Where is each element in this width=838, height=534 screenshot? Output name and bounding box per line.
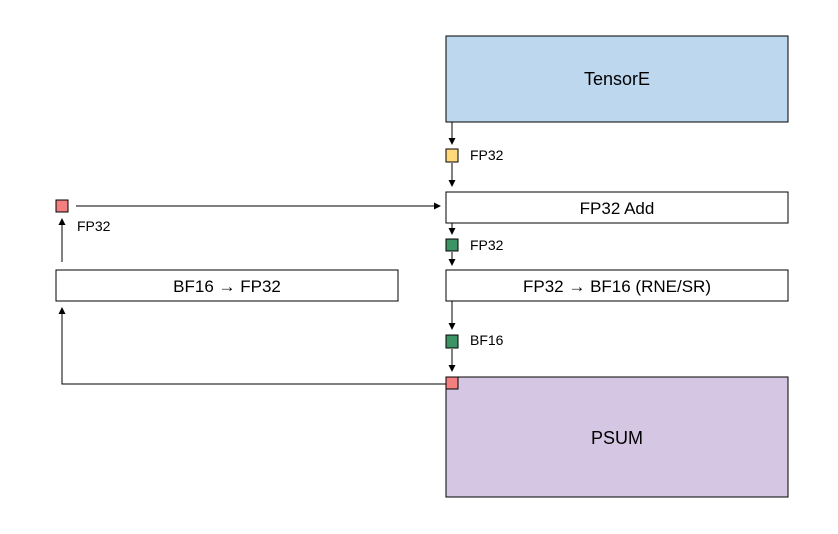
bf16-marker: BF16 <box>445 332 504 349</box>
psum-node: PSUM <box>445 376 789 498</box>
tensore-node: TensorE <box>445 35 789 123</box>
psum-read-marker <box>445 376 459 390</box>
bf16-to-fp32-label: BF16 → FP32 <box>173 277 281 296</box>
fp32-marker-top: FP32 <box>445 147 504 163</box>
psum-label: PSUM <box>591 428 643 448</box>
fp32-marker-left: FP32 <box>55 199 111 234</box>
bf16-to-fp32-box <box>55 269 399 302</box>
fp32-marker-after-add-square <box>445 238 459 252</box>
fp32-marker-top-label: FP32 <box>470 147 504 163</box>
fp32-marker-left-label: FP32 <box>77 218 111 234</box>
tensore-label: TensorE <box>584 69 650 89</box>
fp32-marker-top-square <box>445 148 459 163</box>
fp32-marker-after-add: FP32 <box>445 237 504 253</box>
arrow-psum-to-bf16-to-fp32 <box>58 307 446 385</box>
fp32-to-bf16-node: FP32 → BF16 (RNE/SR) <box>445 269 789 302</box>
fp32-to-bf16-label: FP32 → BF16 (RNE/SR) <box>523 277 711 296</box>
bf16-marker-label: BF16 <box>470 332 504 348</box>
fp32-add-node: FP32 Add <box>445 191 789 224</box>
psum-box <box>445 376 789 498</box>
tensore-box <box>445 35 789 123</box>
fp32-add-box <box>445 191 789 224</box>
bf16-to-fp32-node: BF16 → FP32 <box>55 269 399 302</box>
fp32-marker-after-add-label: FP32 <box>470 237 504 253</box>
bf16-marker-square <box>445 334 459 349</box>
fp32-add-label: FP32 Add <box>580 199 655 218</box>
fp32-marker-left-square <box>55 199 69 213</box>
fp32-to-bf16-box <box>445 269 789 302</box>
